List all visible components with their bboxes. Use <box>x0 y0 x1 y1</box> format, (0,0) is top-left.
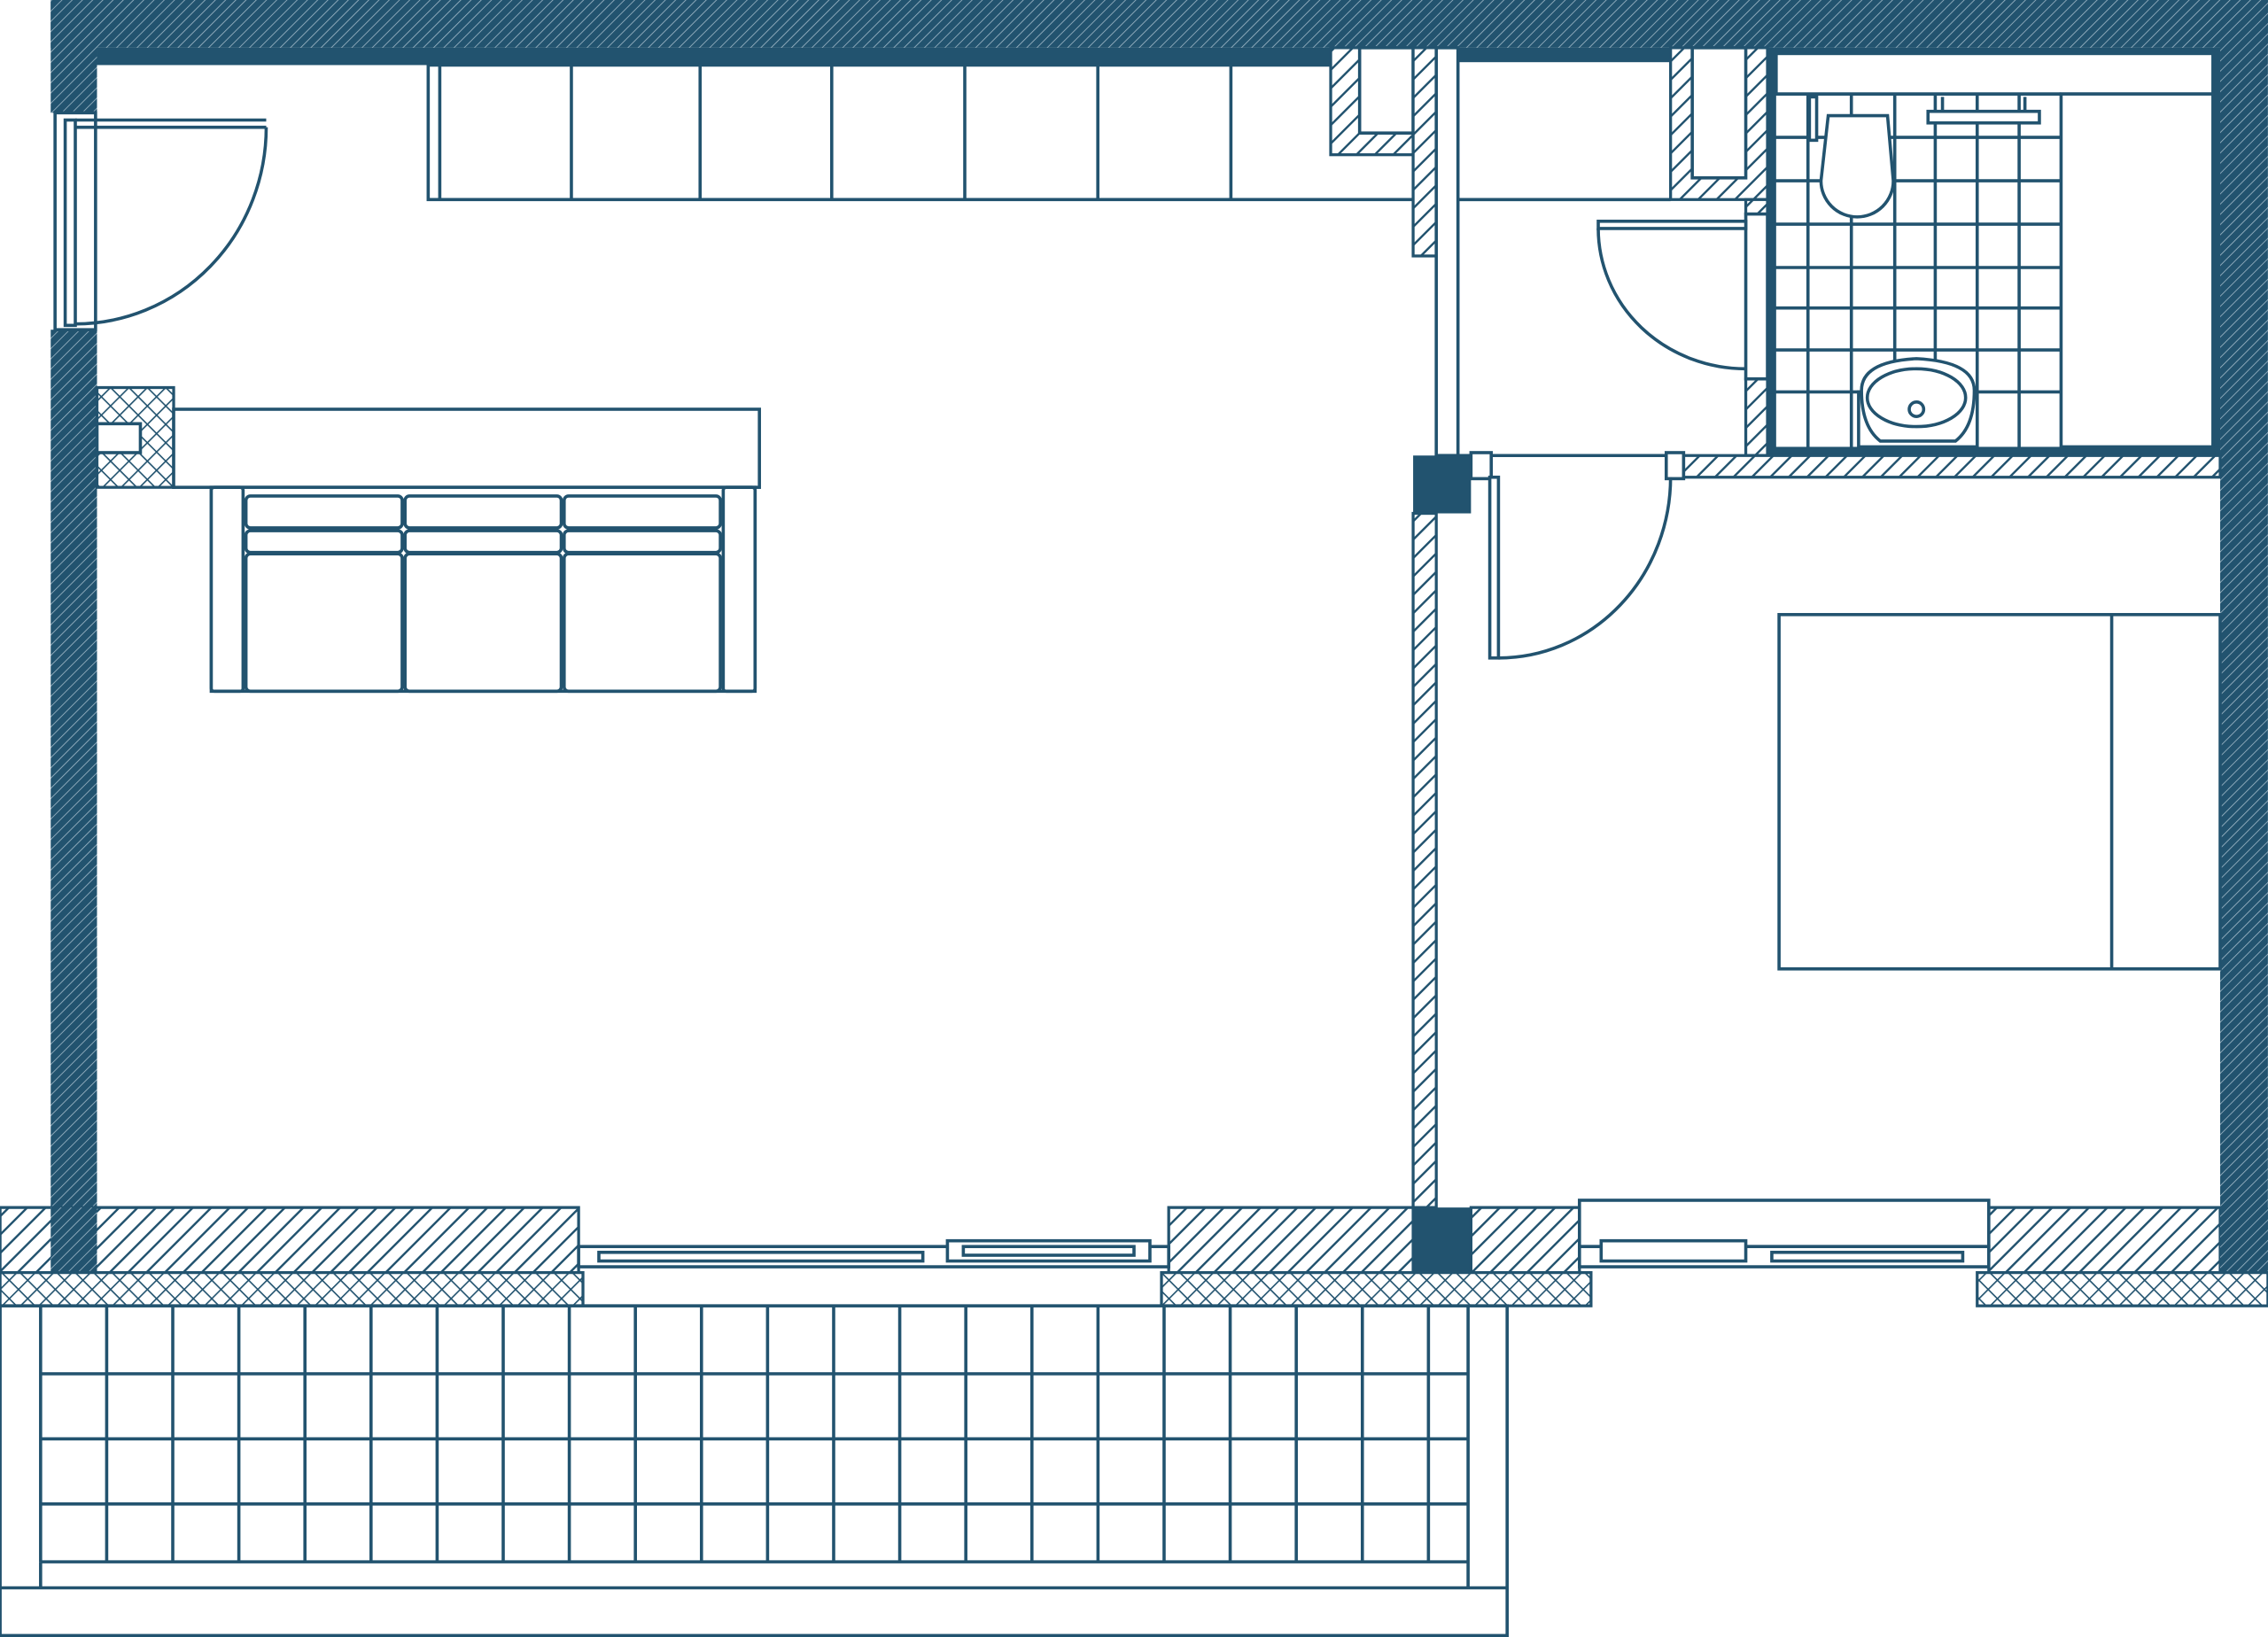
sink <box>1857 357 1979 449</box>
bed <box>1777 613 2222 971</box>
bedroom-door[interactable] <box>1469 451 1686 660</box>
exterior-walls <box>50 0 2268 1273</box>
terrace-sliding-door[interactable] <box>577 1238 1170 1268</box>
kitchen-cabinets <box>426 63 1417 202</box>
sofa <box>209 485 757 694</box>
bedroom-window[interactable] <box>1578 1199 1991 1268</box>
tv-shelf <box>172 407 761 489</box>
entrance-door[interactable] <box>53 111 268 332</box>
toilet <box>1807 95 1895 219</box>
towel-rail <box>1926 97 2041 125</box>
fireplace <box>95 385 175 489</box>
interior-walls <box>1329 46 2222 1273</box>
bathroom-door[interactable] <box>1596 212 1769 381</box>
south-wall <box>0 1206 2268 1307</box>
bathroom-tiles <box>1767 51 2215 449</box>
terrace <box>0 1304 1509 1637</box>
